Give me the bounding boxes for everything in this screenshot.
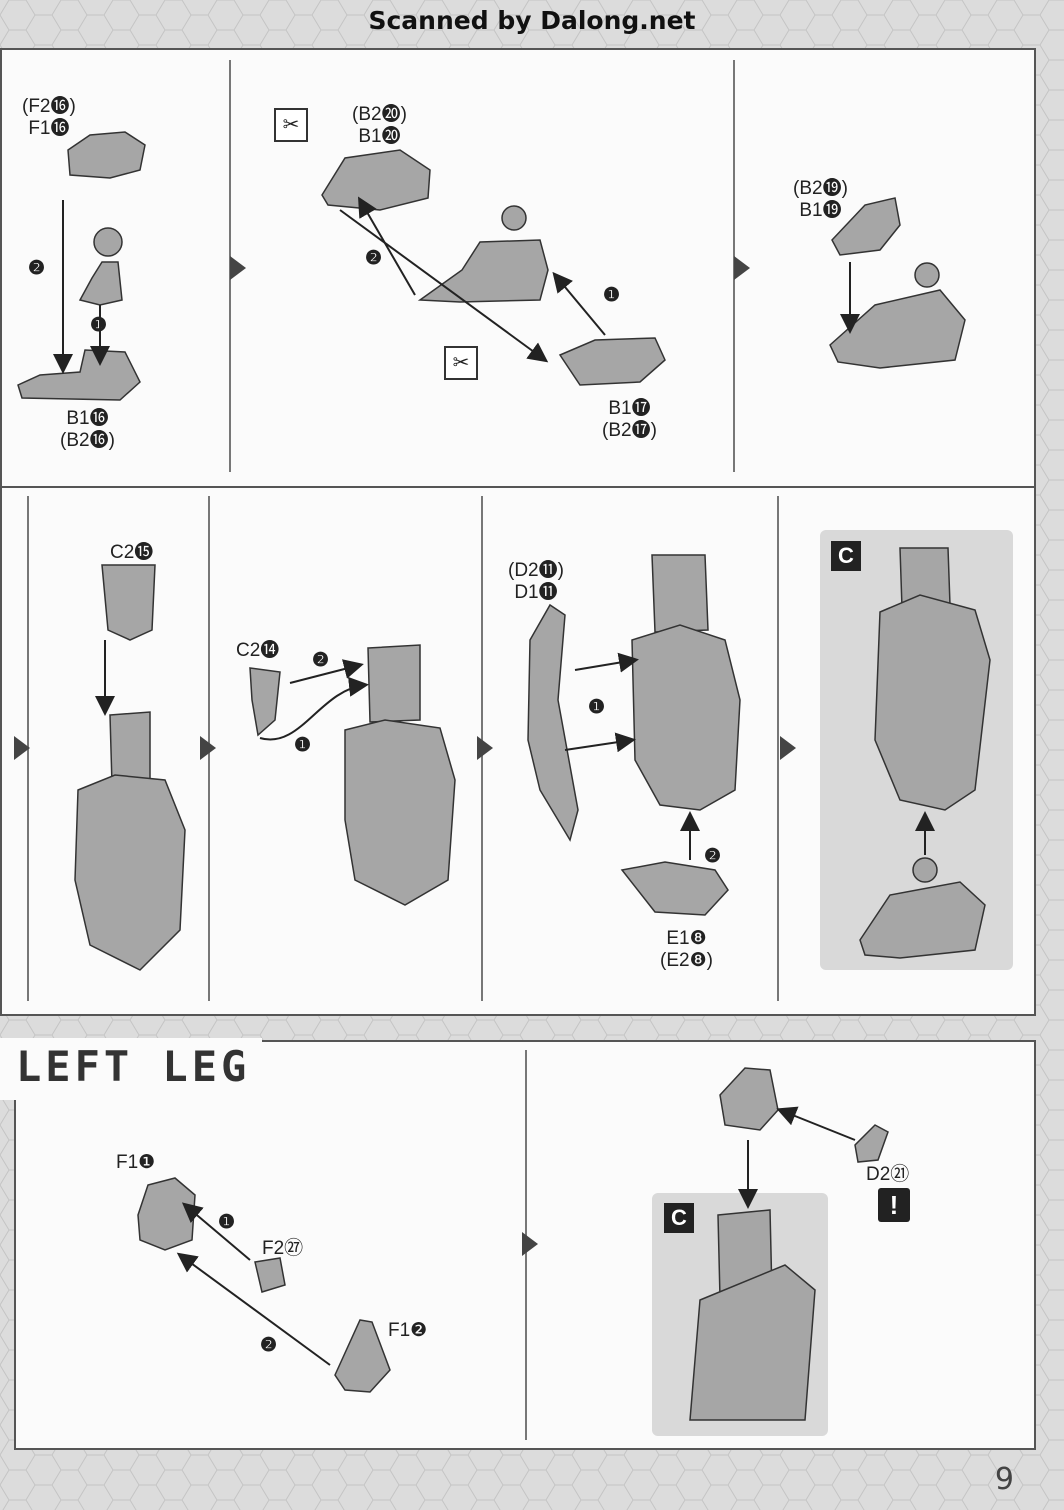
part-leg-frame bbox=[367, 644, 421, 723]
part-c2-14 bbox=[249, 667, 281, 737]
part-label: F1❷ bbox=[388, 1320, 428, 1341]
part-b1-17 bbox=[558, 337, 666, 386]
part-lower-leg bbox=[74, 774, 186, 971]
part-f2-27 bbox=[254, 1257, 286, 1293]
part-label: (D2⓫) D1⓫ bbox=[508, 560, 564, 603]
part-d2-21 bbox=[854, 1124, 889, 1163]
part-ball bbox=[914, 262, 940, 288]
arrow-right-icon bbox=[14, 736, 30, 760]
part-b1-20 bbox=[321, 149, 431, 211]
part-label: (F2⓰) F1⓰ bbox=[22, 96, 76, 139]
arrow-right-icon bbox=[734, 256, 750, 280]
step-number-icon: ❶ bbox=[90, 315, 108, 336]
part-lower-leg bbox=[631, 624, 741, 811]
part-lower-leg bbox=[344, 719, 456, 906]
part-ball bbox=[93, 227, 123, 257]
section-title-tab bbox=[0, 1038, 262, 1100]
divider bbox=[777, 496, 779, 1001]
arrow-right-icon bbox=[780, 736, 796, 760]
part-label: D2㉑ bbox=[866, 1164, 910, 1185]
part-knee-joint bbox=[719, 1067, 779, 1131]
part-f1-2 bbox=[334, 1319, 391, 1393]
part-lower-leg bbox=[874, 594, 991, 811]
part-label: (B2⓴) B1⓴ bbox=[352, 104, 407, 147]
step-number-icon: ❷ bbox=[28, 258, 46, 279]
part-f1-1 bbox=[137, 1177, 196, 1251]
part-e1-8 bbox=[620, 861, 729, 916]
part-ball bbox=[501, 205, 527, 231]
step-number-icon: ❶ bbox=[588, 697, 606, 718]
part-f1-16 bbox=[67, 131, 146, 179]
c-tag: C bbox=[831, 541, 861, 571]
step-number-icon: ❶ bbox=[218, 1212, 236, 1233]
part-label: F1❶ bbox=[116, 1152, 156, 1173]
nipper-cut-icon: ✂ bbox=[444, 346, 478, 380]
part-upper-leg bbox=[689, 1264, 816, 1421]
part-ball-joint bbox=[78, 261, 123, 306]
step-number-icon: ❶ bbox=[294, 735, 312, 756]
warning-icon: ! bbox=[878, 1188, 910, 1222]
step-number-icon: ❷ bbox=[312, 650, 330, 671]
nipper-cut-icon: ✂ bbox=[274, 108, 308, 142]
step-number-icon: ❷ bbox=[365, 248, 383, 269]
arrow-right-icon bbox=[522, 1232, 538, 1256]
part-label: C2⓮ bbox=[236, 640, 280, 661]
part-label: C2⓯ bbox=[110, 542, 154, 563]
part-leg-frame bbox=[109, 711, 151, 786]
part-d1-11 bbox=[527, 603, 579, 842]
c-tag: C bbox=[664, 1203, 694, 1233]
part-label: F2㉗ bbox=[262, 1238, 304, 1259]
page-number: 9 bbox=[994, 1462, 1014, 1497]
step-number-icon: ❷ bbox=[260, 1335, 278, 1356]
part-c2-15 bbox=[101, 564, 156, 641]
part-label: E1❽ (E2❽) bbox=[660, 928, 713, 971]
part-hip-assembly bbox=[859, 881, 986, 959]
arrow-right-icon bbox=[200, 736, 216, 760]
part-label: (B2⓳) B1⓳ bbox=[793, 178, 848, 221]
scan-credit: Scanned by Dalong.net bbox=[368, 6, 696, 35]
step-number-icon: ❷ bbox=[704, 846, 722, 867]
arrow-right-icon bbox=[477, 736, 493, 760]
part-ball bbox=[912, 857, 938, 883]
part-label: B1⓰ (B2⓰) bbox=[60, 408, 115, 451]
arrow-right-icon bbox=[230, 256, 246, 280]
section-title: LEFT LEG bbox=[16, 1042, 251, 1091]
part-hip-core bbox=[417, 239, 549, 303]
part-hip-assembly bbox=[829, 289, 966, 369]
part-b1-16 bbox=[17, 349, 141, 401]
part-leg-frame bbox=[651, 554, 709, 633]
step-number-icon: ❶ bbox=[603, 285, 621, 306]
part-b1-19 bbox=[831, 197, 901, 256]
part-label: B1⓱ (B2⓱) bbox=[602, 398, 657, 441]
